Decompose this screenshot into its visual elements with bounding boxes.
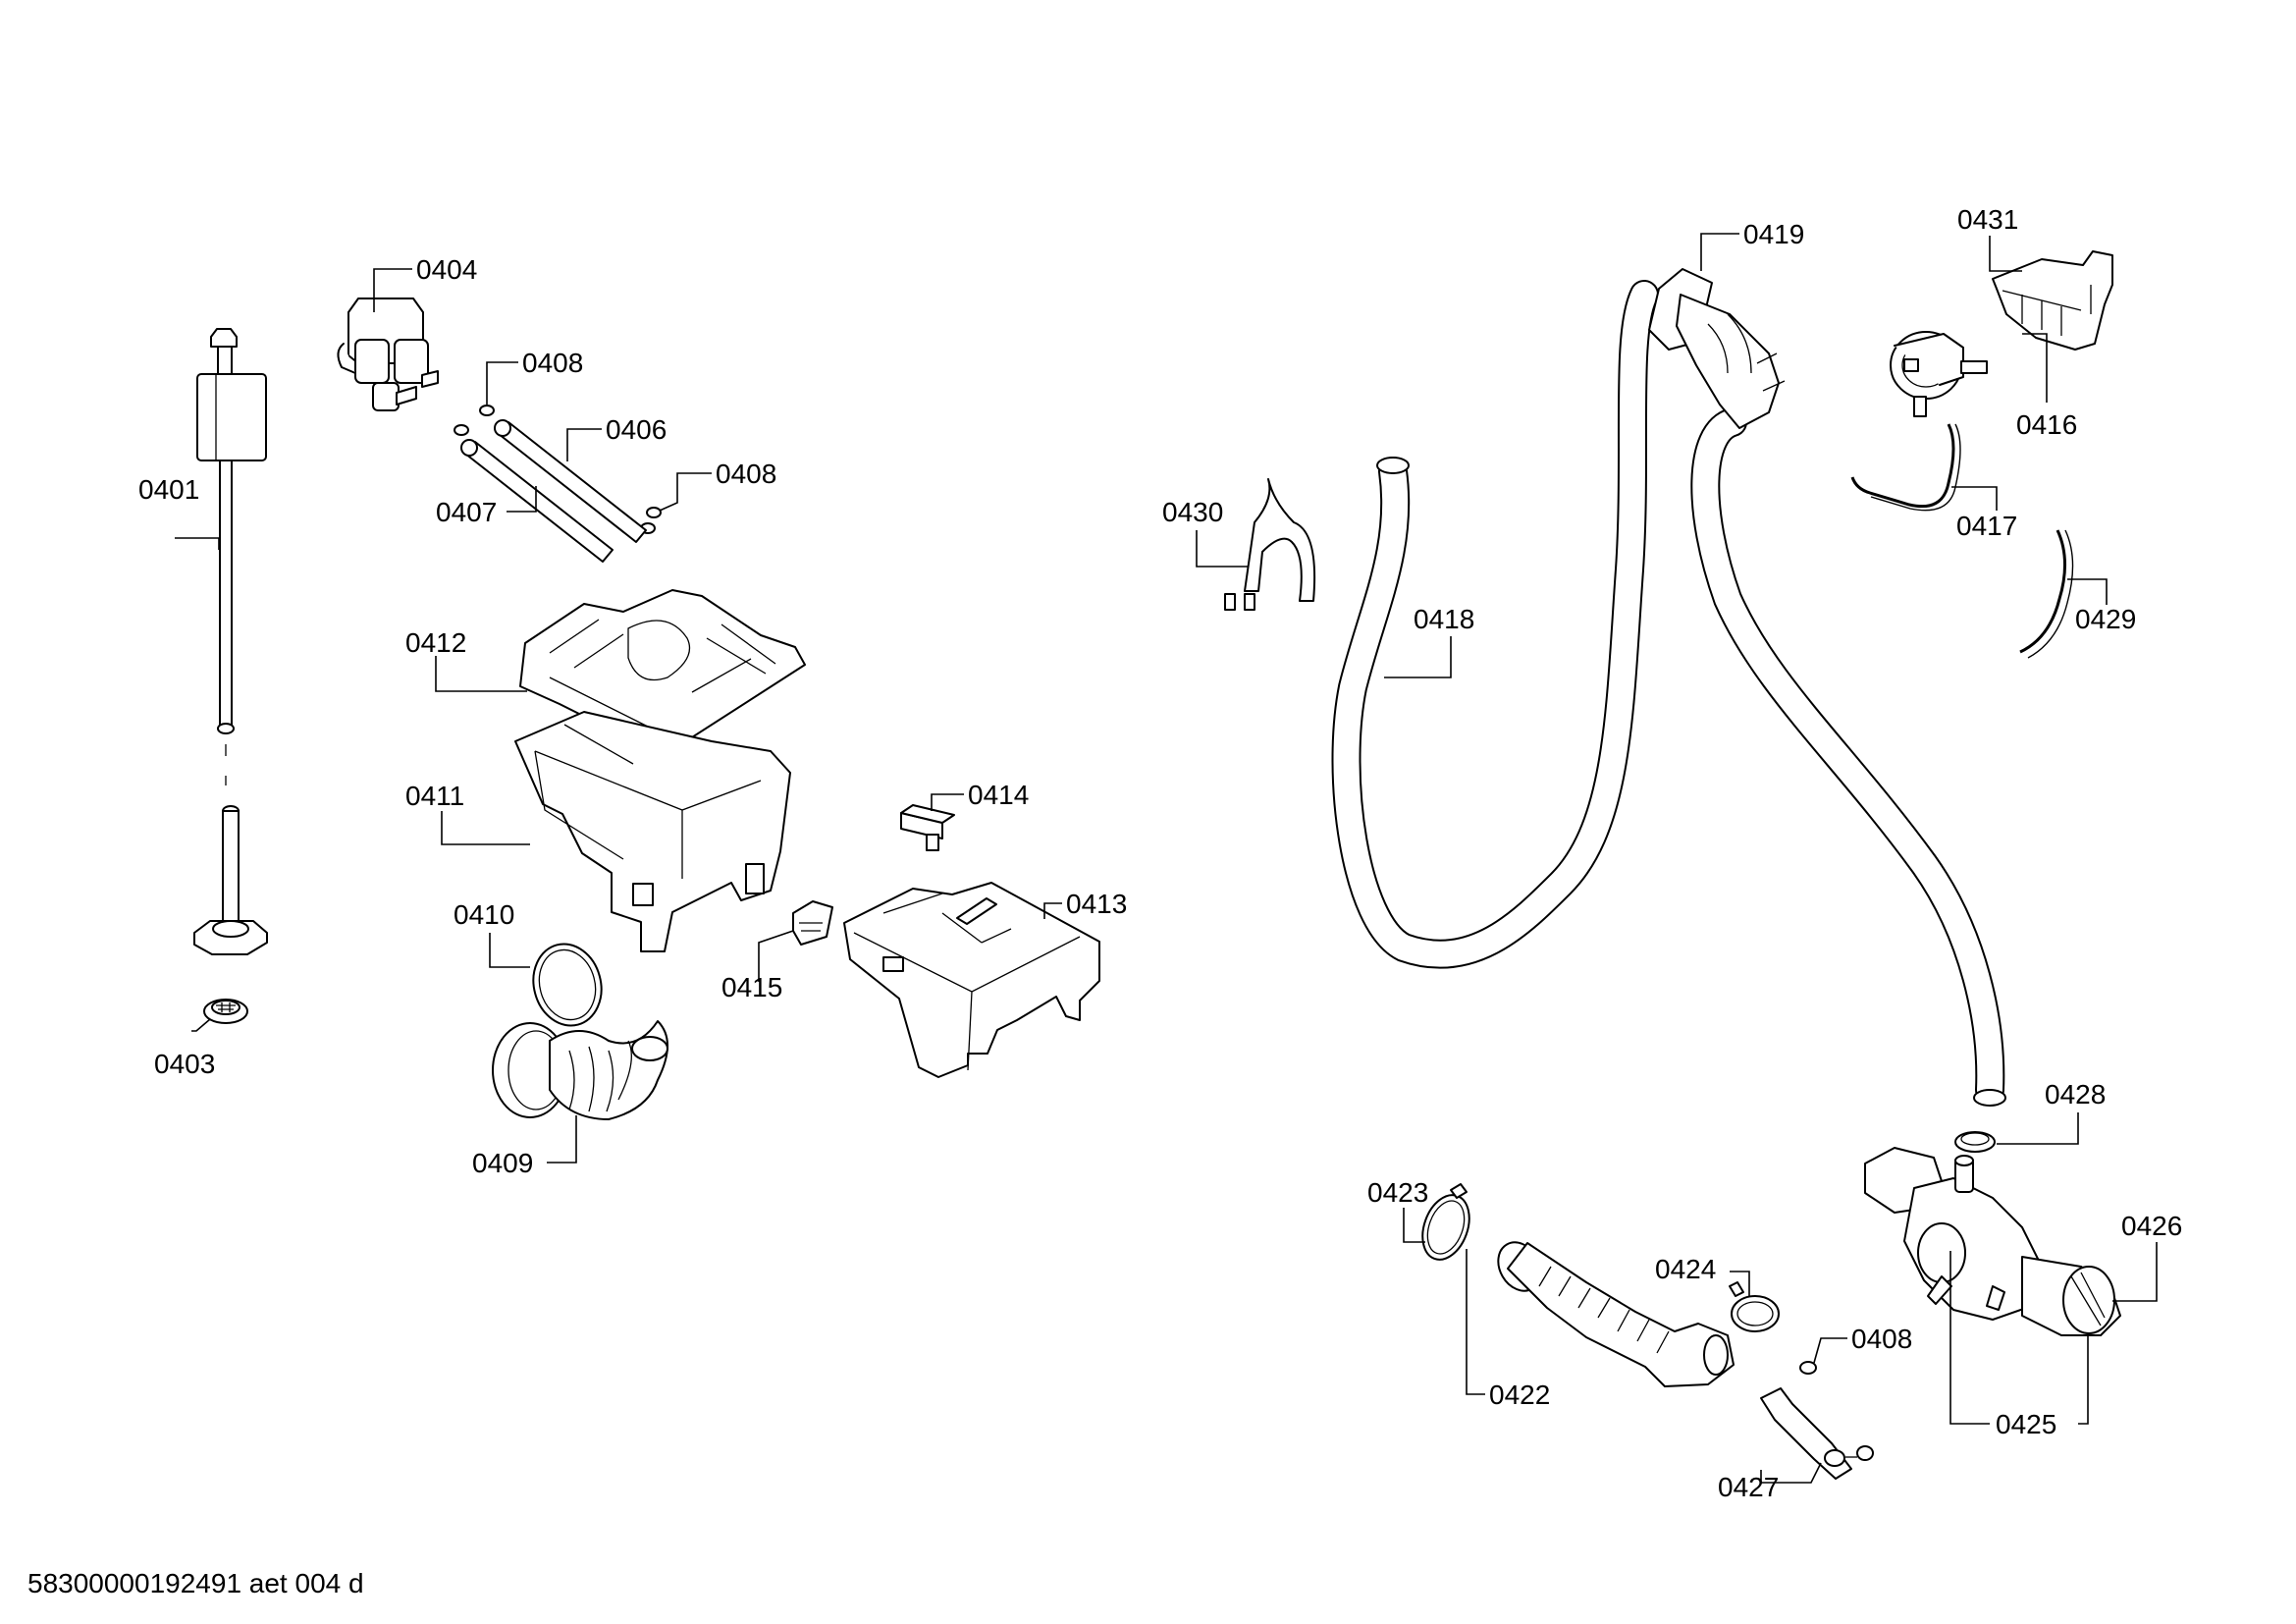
callout-0411: 0411 — [405, 781, 530, 845]
callout-label: 0424 — [1655, 1254, 1716, 1284]
callout-0426: 0426 — [2112, 1211, 2182, 1302]
part-pressure-hose-2 — [2019, 529, 2074, 659]
callout-label: 0408 — [1851, 1324, 1912, 1354]
callout-0412: 0412 — [405, 627, 527, 692]
callout-label: 0430 — [1162, 497, 1223, 527]
callout-0423: 0423 — [1367, 1177, 1428, 1243]
callout-label: 0428 — [2045, 1079, 2106, 1110]
callout-label: 0404 — [416, 254, 477, 285]
callout-label: 0411 — [405, 781, 464, 811]
callout-0419: 0419 — [1700, 219, 1804, 271]
callout-0418: 0418 — [1384, 604, 1474, 678]
callout-0427: 0427 — [1718, 1462, 1822, 1502]
callout-label: 0408 — [716, 459, 776, 489]
part-inlet-hose — [193, 328, 268, 955]
part-hose-clamp-0423 — [1421, 1183, 1470, 1261]
callout-0410: 0410 — [454, 899, 530, 968]
callout-label: 0416 — [2016, 409, 2077, 440]
callout-0413: 0413 — [1043, 889, 1127, 919]
part-drain-hose — [1331, 280, 1659, 969]
callout-0431: 0431 — [1957, 204, 2022, 272]
callout-0404: 0404 — [373, 254, 477, 312]
callout-label: 0403 — [154, 1049, 215, 1079]
callout-label: 0425 — [1996, 1409, 2056, 1439]
part-detergent-drawer — [843, 882, 1100, 1078]
callout-label: 0426 — [2121, 1211, 2182, 1241]
callout-0401: 0401 — [138, 474, 220, 550]
callout-label: 0418 — [1414, 604, 1474, 634]
part-bellows-hose — [492, 1020, 668, 1120]
callout-label: 0408 — [522, 348, 583, 378]
part-emergency-drain-hose — [1760, 1387, 1874, 1480]
part-insert — [792, 900, 833, 946]
part-drain-pump — [1864, 1147, 2121, 1336]
callout-0408-mid: 0408 — [659, 459, 776, 512]
callout-0414: 0414 — [931, 780, 1029, 811]
callout-label: 0410 — [454, 899, 514, 930]
callout-0409: 0409 — [472, 1115, 577, 1178]
document-id: 58300000192491 aet 004 d — [27, 1568, 364, 1598]
part-hose-clamp-0428 — [1954, 1131, 1996, 1153]
callout-0407: 0407 — [436, 486, 537, 527]
callout-label: 0409 — [472, 1148, 533, 1178]
part-pressure-switch — [1890, 331, 1988, 417]
callout-0428: 0428 — [1997, 1079, 2106, 1145]
callout-0429: 0429 — [2067, 578, 2136, 634]
part-hose-sections — [460, 419, 647, 563]
part-hose-clamp-0424 — [1729, 1281, 1780, 1332]
callout-label: 0401 — [138, 474, 199, 505]
part-pressure-hose — [1850, 423, 1961, 512]
callout-label: 0413 — [1066, 889, 1127, 919]
callout-label: 0427 — [1718, 1472, 1779, 1502]
part-seal-ring — [532, 943, 603, 1027]
callout-0406: 0406 — [566, 414, 667, 461]
callout-label: 0429 — [2075, 604, 2136, 634]
callout-label: 0406 — [606, 414, 667, 445]
callout-0424: 0424 — [1655, 1254, 1750, 1296]
callout-0417: 0417 — [1951, 486, 2017, 541]
callout-label: 0419 — [1743, 219, 1804, 249]
part-hose-flange — [1648, 268, 2006, 1107]
callout-label: 0431 — [1957, 204, 2018, 235]
callout-label: 0412 — [405, 627, 466, 658]
callout-0408-top: 0408 — [486, 348, 583, 405]
callout-0425: 0425 — [1949, 1251, 2089, 1439]
callout-0422: 0422 — [1466, 1249, 1550, 1410]
callout-0416: 0416 — [2016, 333, 2077, 440]
part-hose-guide — [1224, 478, 1316, 611]
part-inlet-valve — [337, 298, 439, 411]
callout-label: 0423 — [1367, 1177, 1428, 1208]
callout-0415: 0415 — [721, 930, 794, 1002]
part-siphon-cap — [900, 804, 955, 851]
callout-label: 0414 — [968, 780, 1029, 810]
callout-0403: 0403 — [154, 1018, 215, 1079]
part-sump-hose — [1497, 1241, 1735, 1387]
callout-label: 0415 — [721, 972, 782, 1002]
callout-label: 0417 — [1956, 511, 2017, 541]
part-hose-clamp-0408 — [1799, 1361, 1817, 1375]
part-holder — [1992, 250, 2113, 351]
part-dispenser-housing — [514, 711, 791, 952]
part-filter-screen — [203, 999, 248, 1024]
callout-label: 0422 — [1489, 1380, 1550, 1410]
callout-0408-pump: 0408 — [1813, 1324, 1912, 1364]
callout-0430: 0430 — [1162, 497, 1249, 568]
callout-label: 0407 — [436, 497, 497, 527]
